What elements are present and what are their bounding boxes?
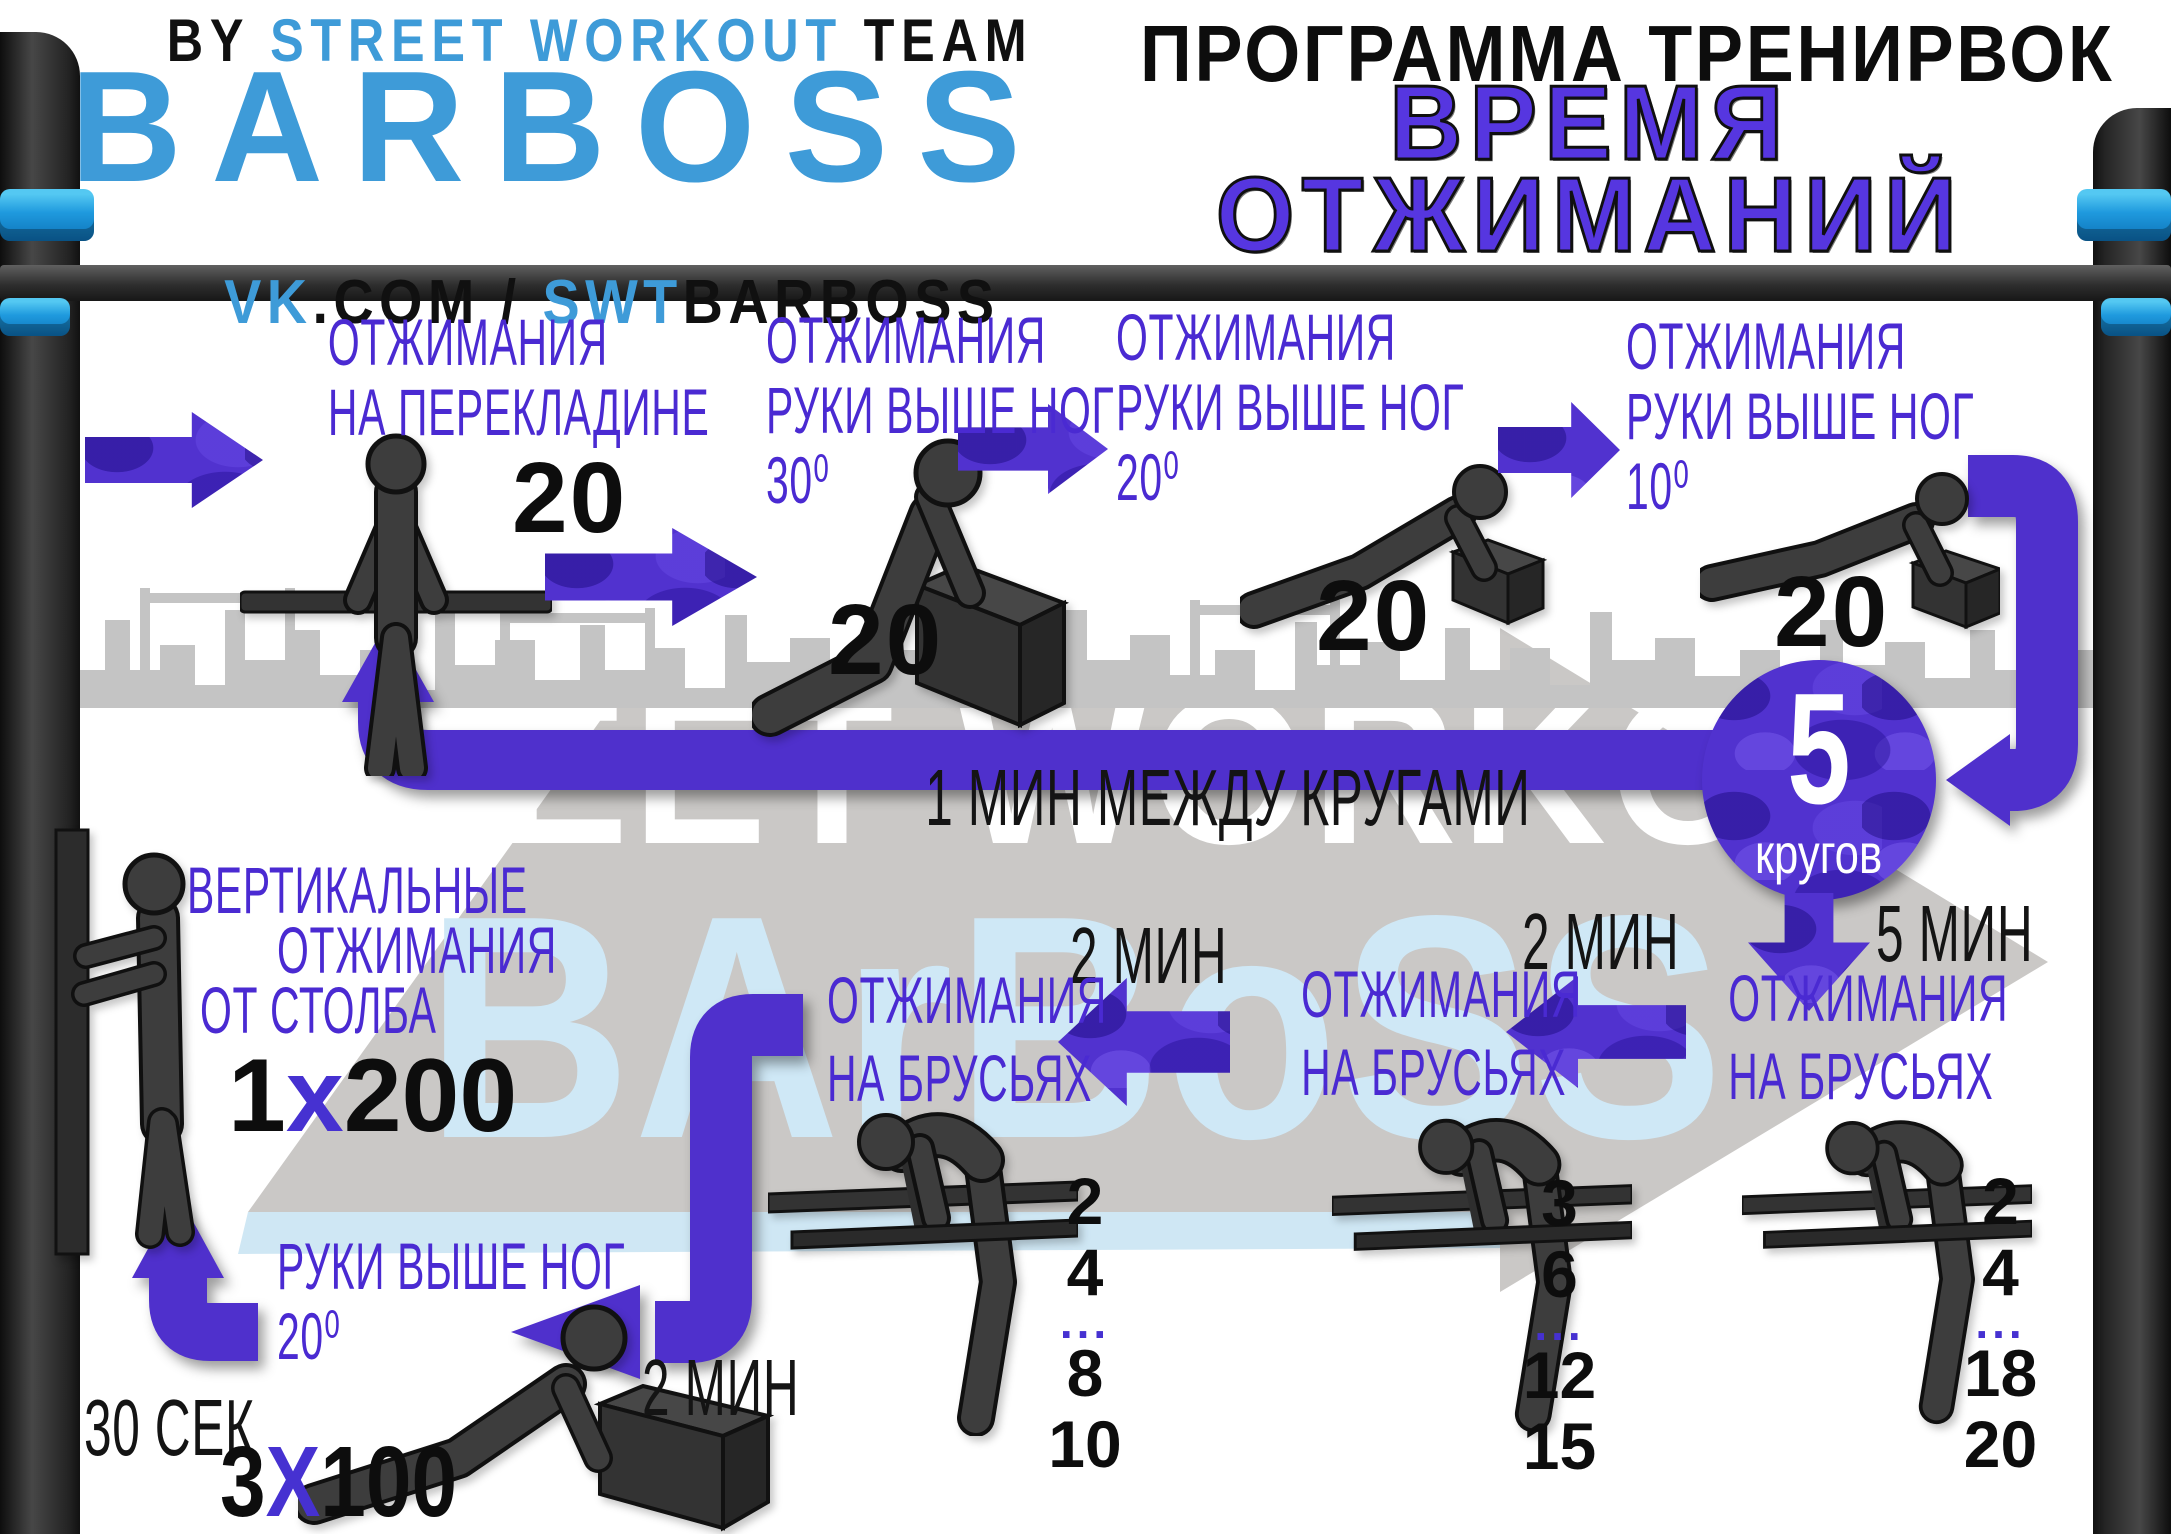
vertical-pushup-figure [54,828,195,1256]
dips2-label-line2: НА БРУСЬЯХ [1301,1034,1567,1109]
rounds-badge: 5 кругов [1702,660,1936,900]
dips2-label-line1: ОТЖИМАНИЯ [1301,957,1582,1031]
exercise3-reps: 20 [1316,560,1432,672]
vertical-sets: 1x200 [228,1044,517,1148]
program-subtitle-1: ВРЕМЯ [1388,64,1791,182]
arrow-hook-down-icon [1946,455,2078,826]
set-value: 10 [1048,1407,1122,1482]
incline-finisher-label: РУКИ ВЫШЕ НОГ [277,1229,626,1303]
exercise3-label: ОТЖИМАНИЯ РУКИ ВЫШЕ НОГ 20⁰ [1116,300,1465,514]
vertical-label-line1: ВЕРТИКАЛЬНЫЕ [187,853,528,927]
exercise2-label-line2: РУКИ ВЫШЕ НОГ [766,372,1115,447]
right-clamp-lower [2101,298,2171,336]
exercise1-label-line2: НА ПЕРЕКЛАДИНЕ [327,374,710,449]
incline-sets-reps: 100 [320,1426,458,1534]
dips3-sets: 2 4 ... 18 20 [1928,1168,2073,1477]
exercise1-label: ОТЖИМАНИЯ НА ПЕРЕКЛАДИНЕ [327,305,710,449]
rounds-label: кругов [1755,821,1883,885]
program-subtitle-2: ОТЖИМАНИЙ [1214,156,1965,274]
bar-dip-figure [240,433,552,776]
dips3-label-line1: ОТЖИМАНИЯ [1728,961,2009,1035]
exercise1-reps: 20 [512,442,628,554]
incline-pushup-figure-20-finisher [298,1304,775,1532]
exercise3-label-line2: РУКИ ВЫШЕ НОГ [1116,369,1465,444]
vk-link-part3: SWT [542,268,683,337]
set-value: 15 [1522,1409,1597,1484]
dips-figure [768,1112,1078,1436]
exercise4-label-line1: ОТЖИМАНИЯ [1626,309,1906,383]
pullup-bar [0,265,2171,301]
right-clamp [2077,189,2171,241]
left-clamp-lower [0,298,70,336]
exercise4-reps: 20 [1774,556,1890,668]
exercise2-reps: 20 [828,584,944,696]
byline-by: BY [166,7,250,74]
incline-finisher-sets: 3X100 [220,1432,457,1532]
incline-pushup-figure-20 [1240,464,1548,629]
incline-pushup-figure-30 [752,438,1070,737]
rounds-value: 5 [1787,661,1851,838]
vertical-sets-x: x [285,1038,344,1154]
exercise4-angle: 10⁰ [1626,448,1690,523]
set-value: 2 [1066,1164,1104,1238]
set-value: 18 [1963,1336,2038,1411]
set-value: 20 [1963,1407,2038,1482]
set-value: 6 [1541,1237,1578,1311]
exercise4-label-line2: РУКИ ВЫШЕ НОГ [1626,378,1975,453]
exercise4-label: ОТЖИМАНИЯ РУКИ ВЫШЕ НОГ 10⁰ [1626,309,1975,523]
vertical-label-line2: ОТЖИМАНИЯ [277,913,557,987]
byline-team-name: STREET WORKOUT [270,7,843,74]
rest-after-circuit: 5 МИН [1876,889,2034,978]
exercise2-angle: 30⁰ [766,442,830,517]
rest-2min: 2 МИН [1522,897,1680,986]
dips1-sets: 2 4 ... 8 10 [1020,1168,1150,1477]
byline: BY STREET WORKOUT TEAM [166,6,1027,75]
set-value: 4 [1982,1235,2019,1309]
set-value: 4 [1066,1235,1104,1309]
set-ellipsis: ... [1534,1298,1585,1350]
vertical-sets-reps: 200 [343,1038,518,1154]
vk-link-part2: .COM / [312,268,543,337]
incline-finisher-angle: 20⁰ [277,1299,341,1373]
vk-link: VK.COM / SWTBARBOSS [138,196,1002,409]
rest-2min: 2 МИН [642,1343,800,1432]
set-value: 2 [1982,1164,2019,1238]
incline-pushup-figure-10 [1700,472,2000,630]
vk-link-part4: BARBOSS [682,268,1000,337]
set-value: 3 [1541,1166,1578,1240]
vertical-label-line3: ОТ СТОЛБА [200,973,437,1047]
byline-team: TEAM [863,7,1034,74]
rest-2min: 2 МИН [1070,911,1228,1000]
dips3-label-line2: НА БРУСЬЯХ [1728,1038,1994,1113]
rest-between-rounds: 1 МИН МЕЖДУ КРУГАМИ [925,753,1531,842]
dips3-label: ОТЖИМАНИЯ НА БРУСЬЯХ [1728,961,2009,1120]
dips1-label: ОТЖИМАНИЯ НА БРУСЬЯХ [827,963,1107,1122]
exercise3-angle: 20⁰ [1116,439,1180,514]
dips2-sets: 3 6 ... 12 15 [1492,1170,1627,1479]
exercise2-label: ОТЖИМАНИЯ РУКИ ВЫШЕ НОГ 30⁰ [766,303,1115,517]
set-value: 12 [1522,1338,1597,1413]
incline-sets-count: 3 [220,1426,266,1534]
exercise1-label-line1: ОТЖИМАНИЯ [327,305,608,379]
left-post [0,32,80,1534]
vk-link-part1: VK [224,268,313,337]
logo-barboss: BARBOSS [70,39,1051,215]
dips-figure [1742,1120,2032,1425]
incline-sets-x: X [265,1426,321,1534]
right-post [2093,108,2171,1534]
left-clamp [0,189,94,241]
exercise3-label-line1: ОТЖИМАНИЯ [1116,300,1396,374]
dips-figure [1332,1118,1632,1432]
program-title: ПРОГРАММА ТРЕНИРВОК [1140,9,2115,98]
vertical-sets-count: 1 [228,1038,286,1154]
set-value: 8 [1066,1336,1104,1411]
dips2-label: ОТЖИМАНИЯ НА БРУСЬЯХ [1301,957,1582,1116]
rest-30sec: 30 СЕК [84,1383,255,1472]
exercise2-label-line1: ОТЖИМАНИЯ [766,303,1046,377]
set-ellipsis: ... [1059,1296,1111,1348]
dips1-label-line2: НА БРУСЬЯХ [827,1040,1093,1115]
set-ellipsis: ... [1975,1296,2026,1348]
dips1-label-line1: ОТЖИМАНИЯ [827,963,1107,1037]
